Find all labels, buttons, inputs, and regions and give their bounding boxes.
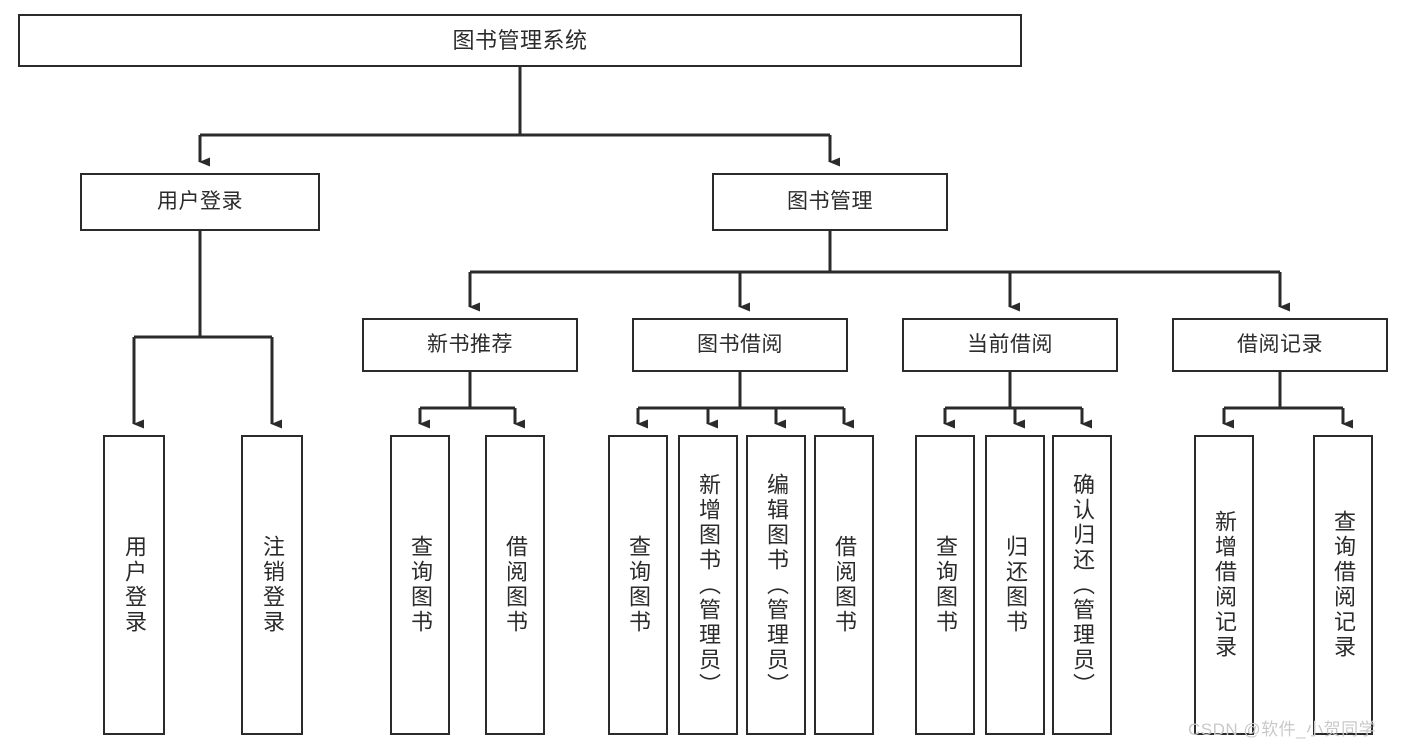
node-label-leaf-add-book-admin: 新增图书（管理员） — [696, 472, 721, 698]
node-leaf-confirm-return-admin[interactable]: 确认归还（管理员） — [1052, 435, 1112, 735]
node-label-book-manage: 图书管理 — [787, 189, 873, 213]
node-borrow-record[interactable]: 借阅记录 — [1172, 318, 1388, 372]
node-leaf-borrow-book-2[interactable]: 借阅图书 — [814, 435, 874, 735]
node-label-leaf-logout: 注销登录 — [260, 535, 285, 635]
node-current-borrow[interactable]: 当前借阅 — [902, 318, 1118, 372]
node-leaf-edit-book-admin[interactable]: 编辑图书（管理员） — [746, 435, 806, 735]
node-label-new-book-rec: 新书推荐 — [427, 332, 513, 356]
node-label-leaf-edit-book-admin: 编辑图书（管理员） — [764, 472, 789, 698]
node-label-user-login: 用户登录 — [157, 189, 243, 213]
node-label-leaf-user-login: 用户登录 — [122, 535, 147, 635]
node-label-leaf-return-book: 归还图书 — [1003, 535, 1028, 635]
node-leaf-query-borrow-record[interactable]: 查询借阅记录 — [1313, 435, 1373, 735]
node-label-root: 图书管理系统 — [452, 27, 588, 53]
node-label-leaf-borrow-book-1: 借阅图书 — [503, 535, 528, 635]
node-leaf-return-book[interactable]: 归还图书 — [985, 435, 1045, 735]
node-label-book-borrow: 图书借阅 — [697, 332, 783, 356]
node-leaf-query-book-3[interactable]: 查询图书 — [915, 435, 975, 735]
node-book-manage[interactable]: 图书管理 — [712, 173, 948, 231]
node-leaf-user-login[interactable]: 用户登录 — [103, 435, 165, 735]
node-label-leaf-add-borrow-record: 新增借阅记录 — [1212, 510, 1237, 660]
node-label-leaf-query-book-3: 查询图书 — [933, 535, 958, 635]
node-leaf-add-borrow-record[interactable]: 新增借阅记录 — [1194, 435, 1254, 735]
node-label-leaf-query-borrow-record: 查询借阅记录 — [1331, 510, 1356, 660]
node-user-login[interactable]: 用户登录 — [80, 173, 320, 231]
connector-lines — [132, 67, 1353, 429]
node-leaf-borrow-book-1[interactable]: 借阅图书 — [485, 435, 545, 735]
node-leaf-query-book-1[interactable]: 查询图书 — [390, 435, 450, 735]
node-label-leaf-confirm-return-admin: 确认归还（管理员） — [1070, 472, 1095, 698]
node-label-leaf-borrow-book-2: 借阅图书 — [832, 535, 857, 635]
node-label-borrow-record: 借阅记录 — [1237, 332, 1323, 356]
node-new-book-rec[interactable]: 新书推荐 — [362, 318, 578, 372]
node-leaf-query-book-2[interactable]: 查询图书 — [608, 435, 668, 735]
node-label-current-borrow: 当前借阅 — [967, 332, 1053, 356]
node-leaf-logout[interactable]: 注销登录 — [241, 435, 303, 735]
node-label-leaf-query-book-1: 查询图书 — [408, 535, 433, 635]
node-leaf-add-book-admin[interactable]: 新增图书（管理员） — [678, 435, 738, 735]
node-label-leaf-query-book-2: 查询图书 — [626, 535, 651, 635]
node-root[interactable]: 图书管理系统 — [18, 14, 1022, 67]
node-book-borrow[interactable]: 图书借阅 — [632, 318, 848, 372]
